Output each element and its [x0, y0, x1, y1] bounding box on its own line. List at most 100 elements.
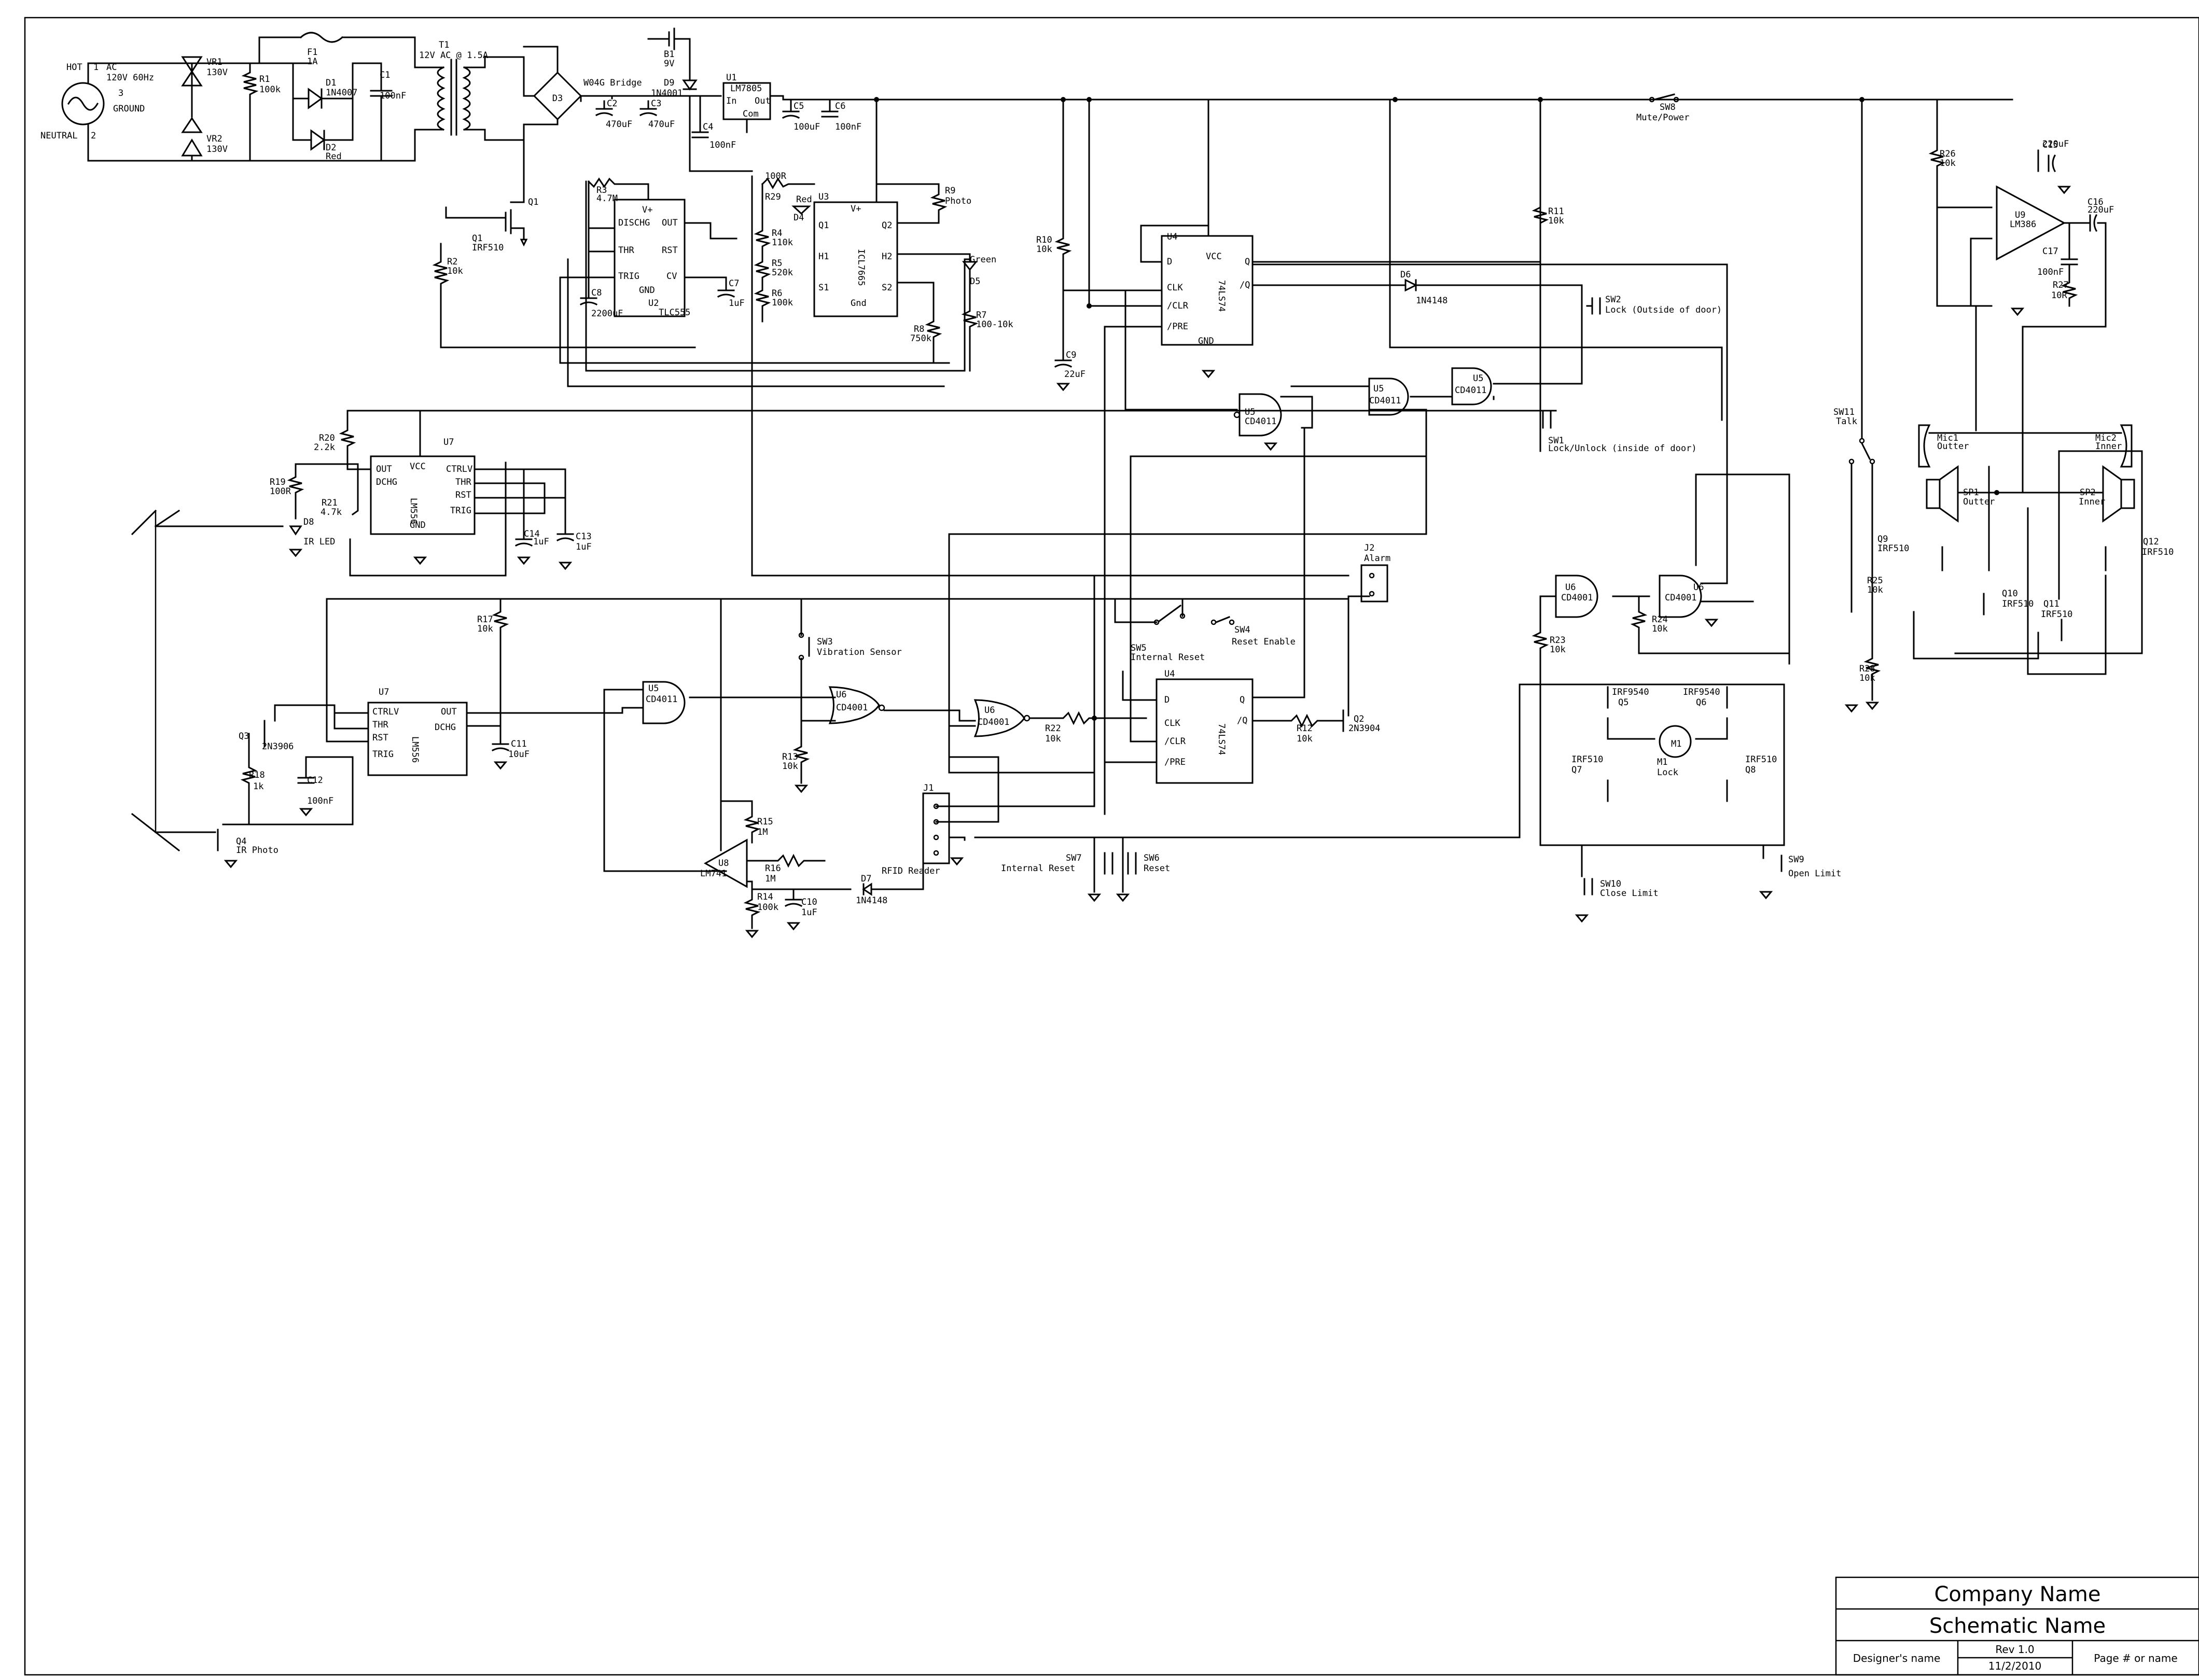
svg-text:1: 1	[93, 62, 99, 73]
svg-text:IRF9540: IRF9540	[1683, 687, 1720, 697]
svg-text:VCC: VCC	[1206, 251, 1222, 262]
u5a-nand	[1238, 393, 1282, 437]
svg-text:Close Limit: Close Limit	[1600, 888, 1659, 899]
svg-text:220uF: 220uF	[2087, 205, 2114, 215]
svg-text:IR Photo: IR Photo	[236, 845, 279, 856]
svg-text:U7: U7	[379, 687, 389, 697]
svg-text:CLK: CLK	[1167, 283, 1183, 293]
svg-text:D: D	[1167, 257, 1172, 267]
svg-text:Inner: Inner	[2079, 497, 2105, 507]
svg-text:10k: 10k	[1867, 585, 1883, 595]
svg-text:Q10: Q10	[2002, 589, 2018, 599]
svg-text:D4: D4	[794, 213, 804, 223]
svg-text:Open Limit: Open Limit	[1788, 869, 1841, 879]
svg-text:SW3: SW3	[817, 637, 833, 647]
mic2-microphone	[2120, 424, 2133, 468]
u4-flipflop-lower: D CLK /CLR /PRE Q /Q U4 74LS74 R12 10k Q…	[1104, 427, 1427, 784]
ac-source	[61, 82, 105, 125]
svg-text:IRF510: IRF510	[1877, 543, 1909, 554]
svg-text:V+: V+	[642, 205, 652, 215]
svg-text:U5: U5	[1373, 384, 1384, 394]
svg-text:R16: R16	[765, 863, 781, 874]
power-supply-section: HOT 1 AC 120V 60Hz 3 GROUND NEUTRAL 2 VR…	[40, 27, 2013, 162]
svg-text:U3: U3	[818, 192, 829, 202]
svg-text:10k: 10k	[477, 624, 493, 634]
svg-text:Lock (Outside of door): Lock (Outside of door)	[1605, 305, 1722, 315]
svg-text:Photo: Photo	[945, 196, 971, 206]
d4-led	[791, 205, 811, 215]
svg-text:R27: R27	[2053, 280, 2069, 290]
svg-text:C14: C14	[524, 529, 540, 539]
svg-text:Q1: Q1	[818, 220, 829, 231]
svg-text:10R: 10R	[2051, 290, 2067, 301]
svg-text:9V: 9V	[664, 59, 674, 69]
svg-text:VR1: VR1	[206, 57, 222, 67]
svg-text:D2: D2	[326, 143, 336, 153]
svg-text:10k: 10k	[782, 761, 798, 772]
svg-text:12V AC @ 1.5A: 12V AC @ 1.5A	[419, 50, 488, 61]
revision-date: 11/2/2010	[1988, 1660, 2042, 1672]
svg-text:F1: F1	[307, 47, 317, 58]
svg-text:NEUTRAL: NEUTRAL	[40, 131, 78, 141]
svg-text:U6: U6	[1565, 582, 1576, 593]
svg-text:GND: GND	[410, 520, 426, 530]
svg-text:/CLR: /CLR	[1164, 736, 1186, 747]
svg-text:TLC555: TLC555	[659, 307, 690, 318]
svg-text:1uF: 1uF	[801, 907, 817, 918]
svg-text:IRF510: IRF510	[2002, 599, 2034, 609]
svg-text:1N4148: 1N4148	[856, 895, 887, 906]
svg-text:1uF: 1uF	[729, 298, 745, 309]
u7b-lm556	[367, 702, 468, 776]
svg-text:Internal Reset: Internal Reset	[1001, 863, 1075, 874]
d8-ir-led	[289, 525, 302, 536]
svg-text:R14: R14	[757, 892, 773, 902]
f1-fuse	[299, 32, 344, 43]
svg-text:CLK: CLK	[1164, 718, 1180, 729]
svg-text:100nF: 100nF	[709, 140, 736, 150]
svg-text:C9: C9	[1066, 350, 1076, 360]
svg-text:CD4001: CD4001	[1665, 593, 1696, 603]
svg-text:74LS74: 74LS74	[1216, 280, 1227, 312]
svg-text:J2: J2	[1364, 543, 1374, 553]
svg-text:U7: U7	[443, 437, 454, 447]
svg-text:THR: THR	[618, 245, 634, 256]
u6d-nor	[1659, 575, 1702, 618]
svg-text:C8: C8	[591, 288, 602, 298]
svg-text:1A: 1A	[307, 57, 317, 67]
battery-monitor-section: Q1 Q1 IRF510 R2 10k V+ DISCHG OUT THR RS…	[432, 95, 1349, 577]
svg-text:R22: R22	[1045, 723, 1061, 734]
svg-text:M1: M1	[1657, 757, 1667, 767]
svg-text:R7: R7	[976, 310, 986, 320]
svg-text:Internal Reset: Internal Reset	[1131, 652, 1205, 663]
svg-text:Q8: Q8	[1745, 765, 1756, 775]
svg-text:R10: R10	[1036, 235, 1052, 245]
svg-text:2N3904: 2N3904	[1348, 723, 1380, 734]
u6b-nor	[973, 699, 1025, 737]
svg-text:R20: R20	[319, 433, 335, 443]
svg-text:C11: C11	[511, 739, 527, 749]
svg-text:100nF: 100nF	[307, 796, 333, 806]
svg-text:/CLR: /CLR	[1167, 301, 1189, 311]
svg-text:CTRLV: CTRLV	[372, 707, 399, 717]
svg-text:Talk: Talk	[1836, 416, 1857, 427]
svg-text:IRF510: IRF510	[1571, 754, 1603, 765]
svg-text:100k: 100k	[757, 902, 778, 913]
svg-text:THR: THR	[372, 720, 388, 730]
svg-text:2: 2	[91, 131, 96, 141]
svg-text:100k: 100k	[772, 298, 793, 308]
svg-text:Q7: Q7	[1571, 765, 1582, 775]
svg-text:2N3906: 2N3906	[262, 741, 294, 752]
svg-text:IR LED: IR LED	[303, 537, 335, 547]
svg-text:C1: C1	[380, 70, 390, 80]
svg-text:LM7805: LM7805	[730, 83, 762, 94]
u7-ir-emitter: VCC OUT DCHG CTRLV THR RST TRIG GND U7 L…	[131, 410, 1557, 852]
svg-text:Q1: Q1	[528, 197, 538, 207]
svg-text:SW10: SW10	[1600, 879, 1621, 889]
svg-text:U4: U4	[1167, 232, 1177, 242]
svg-text:LM556: LM556	[408, 498, 419, 524]
svg-text:VCC: VCC	[410, 461, 426, 472]
svg-text:IRF9540: IRF9540	[1612, 687, 1649, 697]
company-name: Company Name	[1934, 1583, 2100, 1606]
svg-text:DCHG: DCHG	[376, 477, 397, 487]
